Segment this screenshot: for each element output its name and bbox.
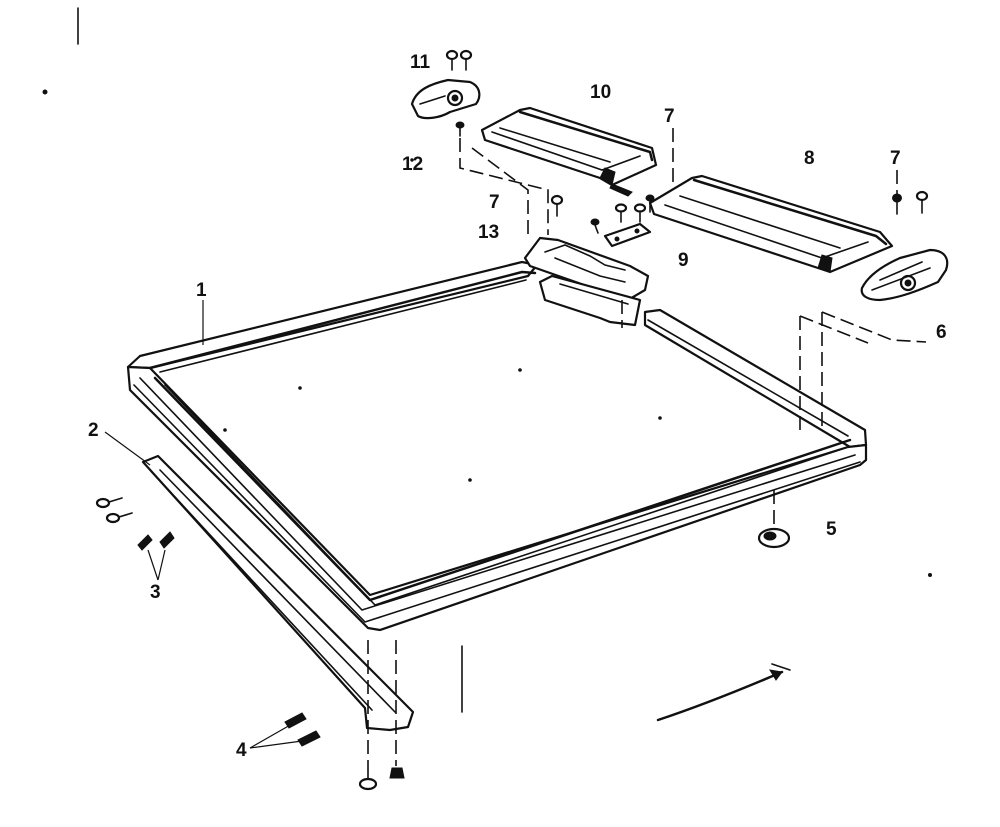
screw-icon (297, 730, 321, 747)
screw-icon (550, 194, 564, 217)
left-end-cap (410, 78, 481, 120)
screw-icon (915, 190, 929, 214)
label-part-3: 3 (150, 582, 161, 603)
hinge-plate (603, 222, 652, 248)
screws (95, 49, 929, 791)
right-end-cap (860, 248, 949, 302)
label-part-2: 2 (88, 420, 99, 441)
label-part-6: 6 (936, 322, 947, 343)
label-part-5: 5 (826, 519, 837, 540)
screw-icon (358, 769, 378, 791)
screw-icon (389, 767, 405, 779)
label-part-8: 8 (804, 148, 815, 169)
label-part-11: 11 (410, 52, 431, 73)
screw-icon (137, 534, 153, 551)
assembly-lines (367, 128, 927, 770)
screw-icon (105, 512, 133, 524)
part-labels: 1 2 3 4 5 6 7 7 7 8 9 10 11 12 13 (88, 52, 947, 761)
screw-icon (95, 497, 123, 509)
direction-arrow (656, 663, 791, 722)
right-hinge-cover (648, 174, 894, 274)
label-part-7-upper: 7 (664, 106, 675, 127)
bumper-foot (757, 490, 791, 549)
screw-icon (590, 218, 600, 234)
label-part-10: 10 (590, 82, 611, 103)
screw-icon (459, 49, 473, 71)
screw-icon (609, 183, 633, 197)
hinge-bracket (523, 236, 650, 327)
screw-icon (159, 531, 175, 549)
left-hinge-cover (480, 106, 658, 187)
lid-frame (126, 260, 868, 632)
screw-icon (614, 203, 628, 223)
label-part-4: 4 (236, 740, 247, 761)
label-part-9: 9 (678, 250, 689, 271)
front-trim-strip (141, 454, 415, 732)
leader-lines (104, 300, 303, 749)
screw-icon (455, 121, 465, 137)
label-part-12: 12 (402, 154, 423, 175)
label-part-7-left: 7 (489, 192, 500, 213)
screw-icon (633, 203, 647, 223)
label-part-7-right: 7 (890, 148, 901, 169)
label-part-1: 1 (196, 280, 207, 301)
label-part-13: 13 (478, 222, 499, 243)
scan-artifacts (42, 7, 932, 577)
screw-icon (645, 194, 655, 213)
screw-icon (445, 49, 459, 71)
screw-icon (892, 193, 902, 215)
